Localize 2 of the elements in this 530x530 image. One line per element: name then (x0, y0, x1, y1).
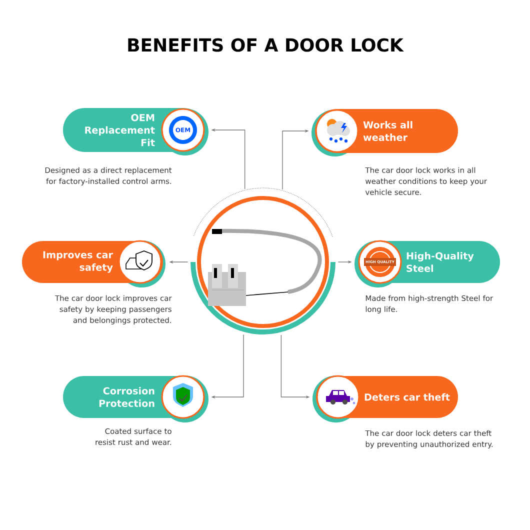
door-lock-picture (190, 188, 336, 334)
title: BENEFITS OF A DOOR LOCK (128, 38, 404, 52)
